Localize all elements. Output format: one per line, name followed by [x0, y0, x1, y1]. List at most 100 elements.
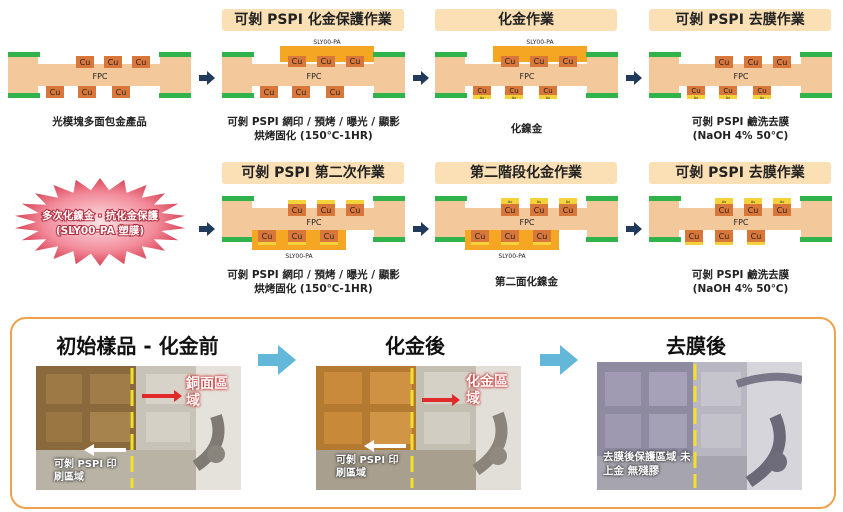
cu-label: Cu: [475, 232, 486, 241]
cu-label: Cu: [534, 206, 545, 215]
cu-label: Cu: [264, 88, 275, 97]
arrow-right-icon: [626, 71, 642, 85]
diagram-gold-plating: SLY00-PA Cu Cu Cu Cu Cu Cu Au Au Au FPC: [435, 39, 618, 100]
cu-label: Cu: [691, 87, 700, 95]
au-label: Au: [480, 96, 485, 100]
header-pspi-strip-2: 可剝 PSPI 去膜作業: [649, 162, 831, 184]
cu-label: Cu: [509, 87, 518, 95]
fpc-label: FPC: [733, 218, 748, 227]
diagram-initial-sample: Cu Cu Cu Cu Cu Cu FPC: [8, 52, 191, 98]
au-label: Au: [726, 96, 731, 100]
photo-after-strip: 去膜後保護區域 未上金 無殘膠: [597, 362, 802, 490]
cu-label: Cu: [321, 57, 332, 66]
au-label: Au: [512, 96, 517, 100]
arrow-right-icon: [540, 345, 578, 375]
cu-label: Cu: [292, 232, 303, 241]
sly-label: SLY00-PA: [285, 253, 313, 260]
diagram-pspi-second: Cu Cu Cu Cu Cu Cu FPC SLY00-PA: [222, 196, 405, 260]
cu-label: Cu: [477, 87, 486, 95]
fpc-label: FPC: [733, 72, 748, 81]
photo1-white-label: 可剝 PSPI 印刷區域: [54, 459, 117, 483]
fpc-label: FPC: [306, 218, 321, 227]
cu-label: Cu: [330, 88, 341, 97]
au-label: Au: [566, 200, 571, 204]
cu-label: Cu: [350, 57, 361, 66]
photo-title-before: 初始樣品 - 化金前: [56, 334, 219, 358]
cu-label: Cu: [748, 58, 759, 67]
cu-label: Cu: [505, 232, 516, 241]
cu-label: Cu: [689, 232, 700, 241]
cu-label: Cu: [537, 232, 548, 241]
header-pspi-second: 可剝 PSPI 第二次作業: [222, 162, 404, 184]
cu-label: Cu: [116, 88, 127, 97]
au-label: Au: [760, 96, 765, 100]
header-pspi-protect: 可剝 PSPI 化金保護作業: [222, 9, 404, 31]
au-label: Au: [722, 200, 727, 204]
sly-label: SLY00-PA: [498, 253, 526, 260]
au-label: Au: [537, 200, 542, 204]
au-label: Au: [694, 96, 699, 100]
cu-label: Cu: [108, 58, 119, 67]
caption-pspi-step-2: 可剝 PSPI 網印 / 預烤 / 曝光 / 顯影: [227, 269, 400, 281]
cu-label: Cu: [505, 206, 516, 215]
caption-second-nickel: 第二面化鎳金: [495, 276, 558, 288]
cu-label: Cu: [563, 57, 574, 66]
header-pspi-strip: 可剝 PSPI 去膜作業: [649, 9, 831, 31]
cu-label: Cu: [292, 206, 303, 215]
header-second-gold: 第二階段化金作業: [435, 162, 617, 184]
cu-label: Cu: [563, 206, 574, 215]
caption-naoh: (NaOH 4% 50℃): [692, 130, 789, 142]
cu-label: Cu: [292, 57, 303, 66]
caption-naoh-2: (NaOH 4% 50℃): [692, 283, 789, 295]
cu-label: Cu: [321, 206, 332, 215]
cu-label: Cu: [719, 232, 730, 241]
photo-before: 銅面區域 可剝 PSPI 印刷區域: [36, 366, 241, 490]
diagram-second-gold: Au Au Au Cu Cu Cu Cu Cu Cu FPC SLY00-PA: [435, 196, 618, 260]
caption-initial: 光模塊多面包金產品: [52, 116, 147, 128]
diagram-pspi-protect: SLY00-PA Cu Cu Cu Cu Cu Cu FPC: [222, 39, 405, 98]
cu-label: Cu: [719, 58, 730, 67]
arrow-right-icon: [413, 71, 429, 85]
diagram-pspi-strip: Cu Cu Cu Cu Cu Cu Au Au Au FPC: [649, 52, 832, 100]
sly-label: SLY00-PA: [526, 39, 554, 46]
fpc-label: FPC: [92, 72, 107, 81]
cu-label: Cu: [757, 87, 766, 95]
photo-title-after-gold: 化金後: [385, 334, 445, 358]
caption-bake: 烘烤固化 (150℃-1HR): [254, 130, 373, 142]
au-label: Au: [751, 200, 756, 204]
cu-label: Cu: [777, 206, 788, 215]
photo3-white-label: 去膜後保護區域 未上金 無殘膠: [603, 451, 691, 477]
arrow-right-icon: [199, 71, 215, 85]
cu-label: Cu: [751, 232, 762, 241]
au-label: Au: [546, 96, 551, 100]
sly-label: SLY00-PA: [313, 39, 341, 46]
cu-label: Cu: [505, 57, 516, 66]
caption-pspi-step: 可剝 PSPI 網印 / 預烤 / 曝光 / 顯影: [227, 116, 400, 128]
cu-label: Cu: [543, 87, 552, 95]
fpc-label: FPC: [306, 72, 321, 81]
arrow-right-icon: [199, 222, 215, 236]
burst-line2: (SLY00-PA 塑膜): [56, 224, 144, 237]
cu-label: Cu: [723, 87, 732, 95]
arrow-right-icon: [413, 222, 429, 236]
cu-label: Cu: [777, 58, 788, 67]
cu-label: Cu: [350, 206, 361, 215]
caption-nickel-gold: 化鎳金: [510, 123, 543, 135]
caption-strip-2: 可剝 PSPI 鹼洗去膜: [691, 269, 790, 281]
au-label: Au: [508, 200, 513, 204]
caption-bake-2: 烘烤固化 (150℃-1HR): [254, 283, 373, 295]
cu-label: Cu: [296, 88, 307, 97]
cu-label: Cu: [324, 232, 335, 241]
au-label: Au: [780, 200, 785, 204]
arrow-right-icon: [626, 222, 642, 236]
caption-strip: 可剝 PSPI 鹼洗去膜: [691, 116, 790, 128]
header-gold-plating: 化金作業: [435, 9, 617, 31]
photo2-red-label: 化金區域: [466, 374, 508, 407]
burst-badge: 多次化鎳金 · 抗化金保護 (SLY00-PA 塑膜): [14, 178, 186, 266]
cu-label: Cu: [82, 88, 93, 97]
cu-label: Cu: [719, 206, 730, 215]
cu-label: Cu: [262, 232, 273, 241]
cu-label: Cu: [136, 58, 147, 67]
cu-label: Cu: [50, 88, 61, 97]
photo-after-gold: 化金區域 可剝 PSPI 印刷區域: [316, 366, 521, 490]
